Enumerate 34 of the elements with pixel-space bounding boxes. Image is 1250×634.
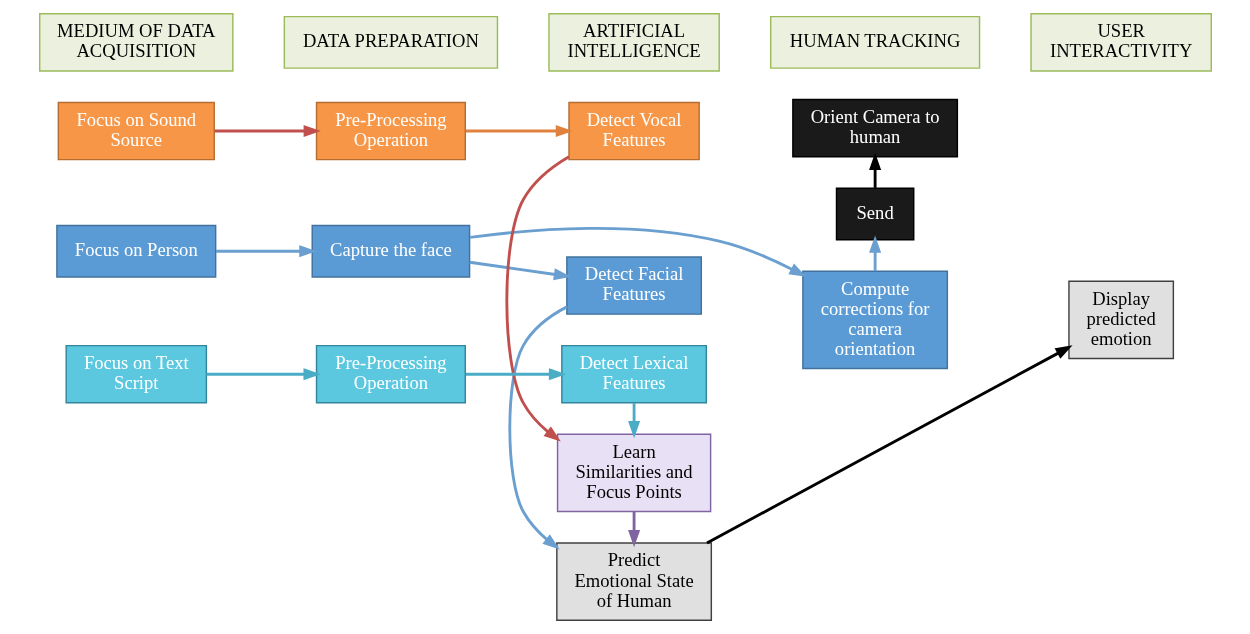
node-box: Compute corrections for camera orientation [801,270,948,370]
arrow [469,260,571,281]
arrow [465,368,566,381]
arrow [705,345,1073,545]
node-box: Detect Vocal Features [567,101,700,161]
arrow [215,245,316,258]
node-box: Detect Lexical Features [560,344,707,404]
node-box: Predict Emotional State of Human [555,542,712,621]
node-box: Focus on Text Script [64,344,207,404]
node-box: Orient Camera to human [791,98,958,158]
arrow [469,226,806,277]
arrow [868,152,881,188]
arrow [214,125,321,138]
node-box: MEDIUM OF DATA ACQUISITION [38,13,234,72]
node-box: HUMAN TRACKING [769,15,980,69]
node-box: Focus on Sound Source [57,101,215,161]
node-box: Learn Similarities and Focus Points [556,433,711,513]
node-box: Pre-Processing Operation [315,344,466,404]
node-box: Capture the face [311,224,470,278]
node-box: Send [835,187,914,241]
node-box: Detect Facial Features [565,256,702,315]
arrow [627,403,640,439]
arrow [465,125,573,138]
arrow [504,155,570,442]
arrow [868,235,881,272]
node-box: ARTIFICIAL INTELLIGENCE [547,13,720,72]
arrow [206,368,321,381]
node-box: Pre-Processing Operation [315,101,466,161]
node-box: Display predicted emotion [1067,280,1174,360]
arrow [507,305,568,550]
node-box: DATA PREPARATION [283,15,498,69]
arrow [627,511,640,548]
node-box: USER INTERACTIVITY [1029,13,1212,72]
node-box: Focus on Person [55,224,216,278]
